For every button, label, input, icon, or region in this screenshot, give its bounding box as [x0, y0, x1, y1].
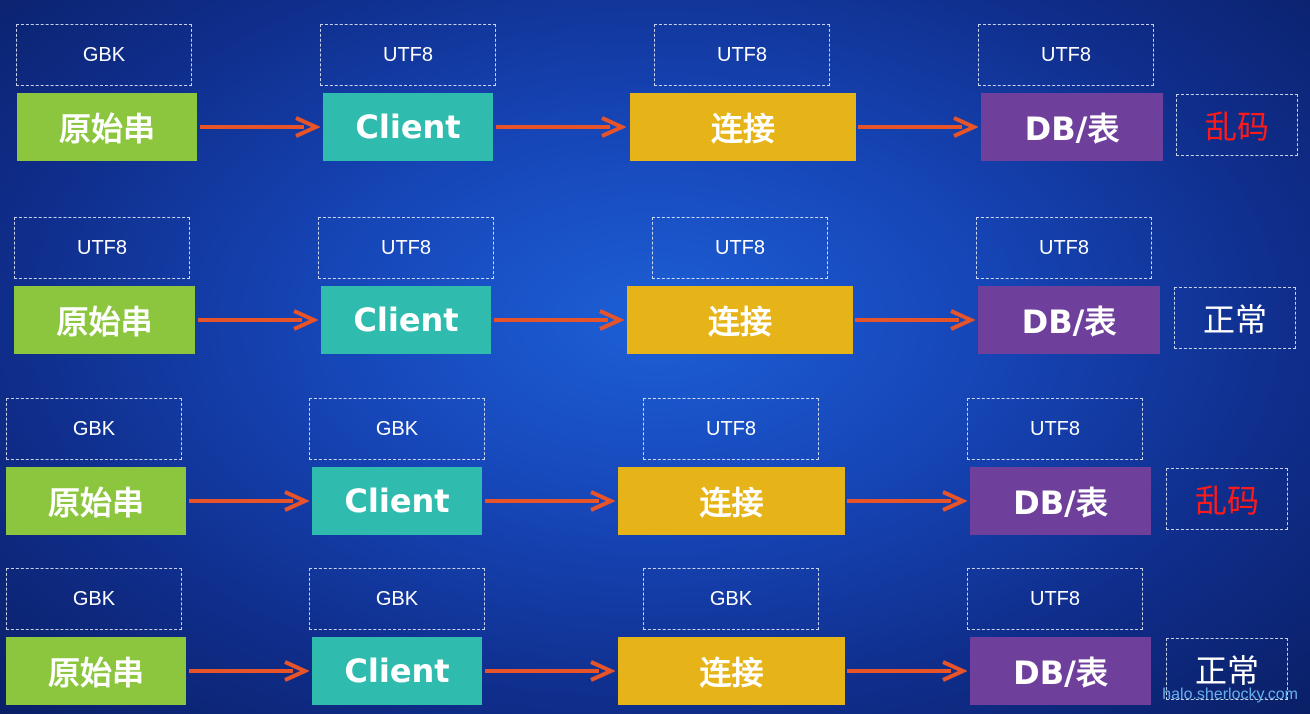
- source-string-node: 原始串: [14, 286, 195, 354]
- arrow-icon: [847, 490, 967, 512]
- connection-node: 连接: [627, 286, 853, 354]
- arrow-icon: [198, 309, 318, 331]
- source-string-node: 原始串: [6, 467, 186, 535]
- connection-node: 连接: [630, 93, 856, 161]
- arrow-icon: [847, 660, 967, 682]
- arrow-icon: [200, 116, 320, 138]
- client-encoding-box: UTF8: [320, 24, 496, 86]
- source-string-node: 原始串: [6, 637, 186, 705]
- connection-node: 连接: [618, 467, 845, 535]
- client-encoding-box: GBK: [309, 398, 485, 460]
- connection-encoding-box: UTF8: [643, 398, 819, 460]
- connection-encoding-box: GBK: [643, 568, 819, 630]
- watermark-text: halo.sherlocky.com: [1162, 686, 1298, 703]
- client-node: Client: [312, 467, 482, 535]
- source-encoding-box: GBK: [6, 398, 182, 460]
- flow-row-4: GBK GBK GBK UTF8 原始串 Client 连接 DB/表 正常: [0, 568, 1310, 708]
- arrow-icon: [855, 309, 975, 331]
- db-table-node: DB/表: [978, 286, 1160, 354]
- client-node: Client: [321, 286, 491, 354]
- connection-encoding-box: UTF8: [654, 24, 830, 86]
- arrow-icon: [189, 660, 309, 682]
- arrow-icon: [485, 660, 615, 682]
- db-encoding-box: UTF8: [976, 217, 1152, 279]
- result-normal: 正常: [1166, 638, 1288, 700]
- source-encoding-box: GBK: [6, 568, 182, 630]
- result-garbled: 乱码: [1166, 468, 1288, 530]
- connection-node: 连接: [618, 637, 845, 705]
- db-table-node: DB/表: [981, 93, 1163, 161]
- arrow-icon: [189, 490, 309, 512]
- arrow-icon: [485, 490, 615, 512]
- result-garbled: 乱码: [1176, 94, 1298, 156]
- result-normal: 正常: [1174, 287, 1296, 349]
- arrow-icon: [496, 116, 626, 138]
- arrow-icon: [494, 309, 624, 331]
- db-encoding-box: UTF8: [967, 568, 1143, 630]
- source-encoding-box: GBK: [16, 24, 192, 86]
- arrow-icon: [858, 116, 978, 138]
- client-node: Client: [312, 637, 482, 705]
- flow-row-3: GBK GBK UTF8 UTF8 原始串 Client 连接 DB/表 乱码: [0, 398, 1310, 538]
- db-table-node: DB/表: [970, 467, 1151, 535]
- source-encoding-box: UTF8: [14, 217, 190, 279]
- source-string-node: 原始串: [17, 93, 197, 161]
- client-encoding-box: UTF8: [318, 217, 494, 279]
- db-table-node: DB/表: [970, 637, 1151, 705]
- flow-row-2: UTF8 UTF8 UTF8 UTF8 原始串 Client 连接 DB/表 正…: [0, 217, 1310, 357]
- client-encoding-box: GBK: [309, 568, 485, 630]
- flow-row-1: GBK UTF8 UTF8 UTF8 原始串 Client 连接 DB/表 乱码: [0, 24, 1310, 164]
- client-node: Client: [323, 93, 493, 161]
- db-encoding-box: UTF8: [967, 398, 1143, 460]
- db-encoding-box: UTF8: [978, 24, 1154, 86]
- connection-encoding-box: UTF8: [652, 217, 828, 279]
